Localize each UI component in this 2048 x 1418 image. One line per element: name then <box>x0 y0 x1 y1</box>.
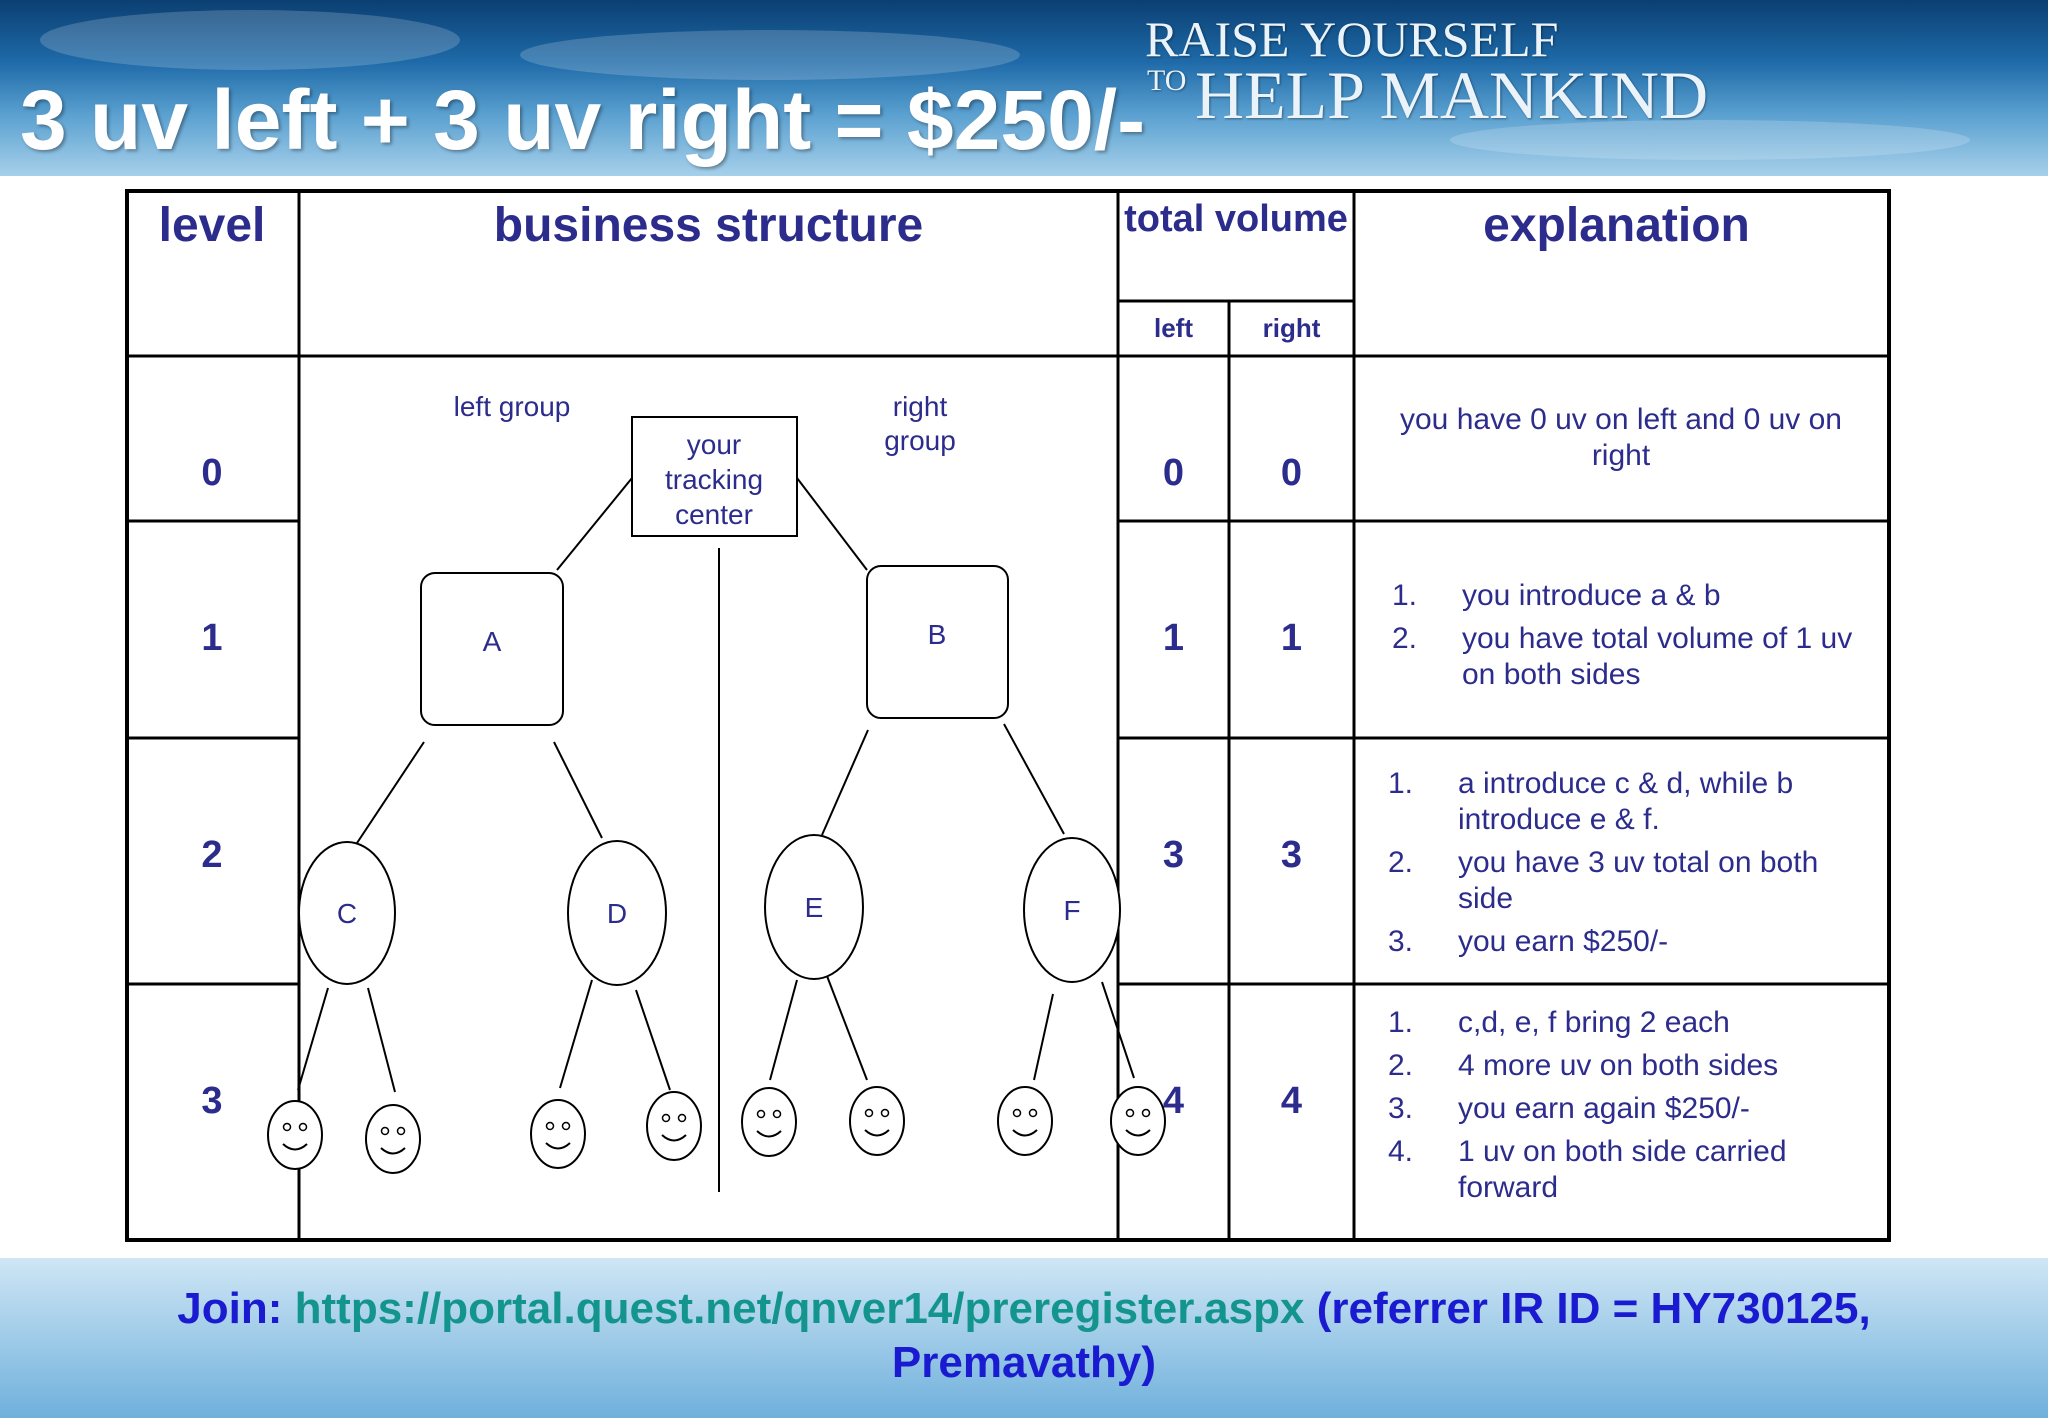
node-e-circle <box>764 834 864 980</box>
referrer-name: Premavathy) <box>891 1338 1157 1387</box>
join-line1: Join: https://portal.quest.net/qnver14/p… <box>0 1282 2048 1336</box>
level-1-right-volume: 1 <box>1280 617 1303 659</box>
smiley-face-icon <box>849 1086 905 1156</box>
right-group-label-line1: right <box>893 391 948 422</box>
smiley-face-icon <box>646 1091 702 1161</box>
level-1-explanation: 1.you introduce a & b 2.you have total v… <box>1392 578 1862 700</box>
tracking-center-label-line1: your <box>687 429 741 460</box>
slide-header: 3 uv left + 3 uv right = $250/- RAISE YO… <box>0 0 2048 176</box>
level-header: level <box>158 199 266 252</box>
level-2-right-volume: 3 <box>1280 834 1303 876</box>
explanation-item: 1.a introduce c & d, while b introduce e… <box>1388 767 1794 836</box>
smiley-face-icon <box>365 1104 421 1174</box>
smiley-face-icons <box>267 1086 1166 1174</box>
join-label: Join: <box>177 1284 283 1333</box>
level-1-value: 1 <box>201 617 223 659</box>
smiley-face-icon <box>997 1086 1053 1156</box>
node-b-label: B <box>928 619 947 650</box>
level-2-value: 2 <box>201 834 223 876</box>
node-f-circle <box>1023 837 1121 983</box>
node-e-label: E <box>805 892 824 923</box>
smiley-face-icon <box>267 1100 323 1170</box>
brand-line2: HELP MANKIND <box>1195 57 1709 133</box>
level-2-explanation: 1.a introduce c & d, while b introduce e… <box>1388 766 1858 967</box>
business-structure-table <box>125 189 1891 1242</box>
node-d-circle <box>567 840 667 986</box>
level-3-right-volume: 4 <box>1280 1080 1303 1122</box>
smiley-face-icon <box>530 1099 586 1169</box>
explanation-item: 1.c,d, e, f bring 2 each <box>1388 1006 1730 1039</box>
water-splash <box>40 10 460 70</box>
explanation-item: 2.you have 3 uv total on both side <box>1388 846 1819 915</box>
node-a-label: A <box>483 626 502 657</box>
explanation-item: 2.you have total volume of 1 uv on both … <box>1392 622 1853 691</box>
level-3-explanation: 1.c,d, e, f bring 2 each 2.4 more uv on … <box>1388 1005 1858 1213</box>
level-3-value: 3 <box>201 1080 223 1122</box>
node-c-circle <box>298 841 396 985</box>
smiley-face-icon <box>741 1087 797 1157</box>
join-footer: Join: https://portal.quest.net/qnver14/p… <box>0 1258 2048 1418</box>
node-a-box <box>420 572 564 726</box>
explanation-item: 3.you earn $250/- <box>1388 925 1669 958</box>
explanation-header: explanation <box>1483 199 1750 252</box>
tracking-center-label-line2: tracking <box>665 464 763 495</box>
structure-header: business structure <box>493 199 924 252</box>
node-c-label: C <box>337 898 357 929</box>
referrer-id: (referrer IR ID = HY730125, <box>1316 1284 1871 1333</box>
node-b-box <box>866 565 1009 719</box>
total-volume-header: total volume <box>1124 198 1348 240</box>
node-d-label: D <box>607 898 627 929</box>
tree-connectors <box>297 477 1135 1192</box>
water-splash <box>1450 120 1970 160</box>
slide-title: 3 uv left + 3 uv right = $250/- <box>20 73 1146 167</box>
right-group-label-line2: group <box>884 425 956 456</box>
brand-line1: RAISE YOURSELF <box>1145 11 1559 67</box>
explanation-item: 1.you introduce a & b <box>1392 579 1721 612</box>
table-grid-lines <box>125 189 1891 1242</box>
tracking-center-label-line3: center <box>675 499 753 530</box>
join-text: Join: https://portal.quest.net/qnver14/p… <box>0 1282 2048 1390</box>
right-subheader: right <box>1262 313 1321 343</box>
registration-link[interactable]: https://portal.quest.net/qnver14/preregi… <box>294 1284 1305 1333</box>
left-subheader: left <box>1154 313 1193 343</box>
level-3-left-volume: 4 <box>1162 1080 1185 1122</box>
explanation-item: 4.1 uv on both side carried forward <box>1388 1135 1787 1204</box>
smiley-face-icon <box>1110 1086 1166 1156</box>
tree-nodes <box>298 416 1121 986</box>
water-splash <box>520 30 1020 80</box>
explanation-item: 3.you earn again $250/- <box>1388 1092 1750 1125</box>
brand-to: TO <box>1147 64 1187 97</box>
left-group-label: left group <box>454 391 571 422</box>
level-2-left-volume: 3 <box>1162 834 1185 876</box>
level-0-right-volume: 0 <box>1280 452 1303 494</box>
node-f-label: F <box>1063 895 1080 926</box>
tracking-center-box <box>631 416 798 537</box>
level-1-left-volume: 1 <box>1162 617 1185 659</box>
explanation-item: 2.4 more uv on both sides <box>1388 1049 1779 1082</box>
level-0-left-volume: 0 <box>1162 452 1185 494</box>
level-0-explanation: you have 0 uv on left and 0 uv on right <box>1400 403 1842 472</box>
diagram-labels: left group right group your tracking cen… <box>337 391 1081 929</box>
level-0-value: 0 <box>201 452 223 494</box>
